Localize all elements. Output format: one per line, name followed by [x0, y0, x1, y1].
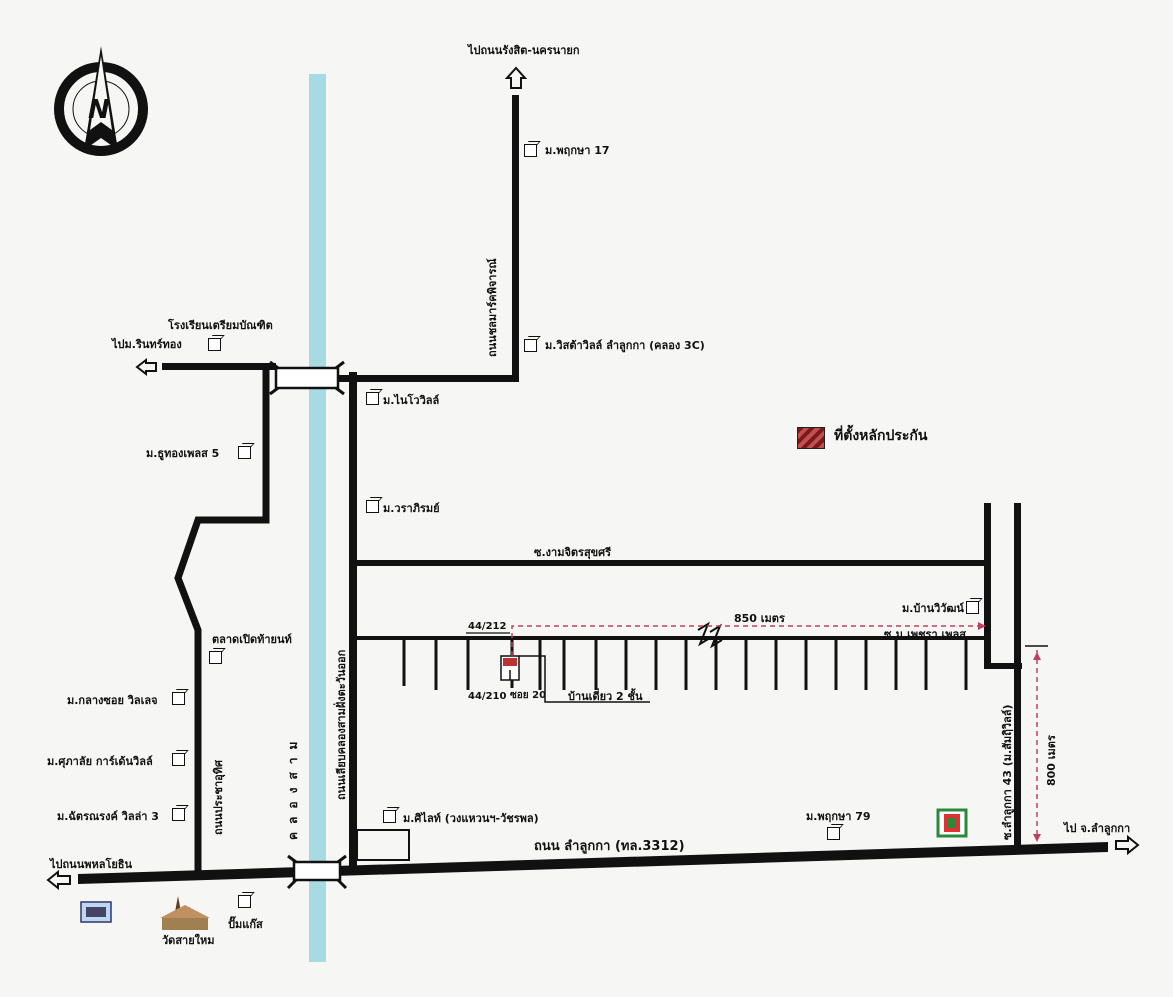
label-soi-phetchara: ซ.ม.เพชรา เพลส [884, 628, 966, 641]
legend-label: ที่ตั้งหลักประกัน [834, 428, 928, 444]
label-villa-klang: ม.กลางซอย วิลเลจ [67, 694, 158, 707]
label-dist-v: 800 เมตร [1045, 735, 1058, 786]
label-to-phahonyothin: ไปถนนพหลโยธิน [50, 858, 133, 871]
label-soi43: ซ.ลำลูกกา 43 (ม.สัมฤิวิลล์) [1001, 704, 1014, 840]
road-to-rinthong [162, 363, 276, 370]
label-villa-ban: ม.บ้านวิวัฒน์ [902, 602, 964, 615]
label-to-lamlukka: ไป จ.ลำลูกกา [1064, 822, 1131, 835]
label-dist-h: 850 เมตร [734, 612, 785, 625]
label-addr2: 44/210 [468, 691, 507, 702]
seven-eleven-icon [936, 808, 968, 838]
label-canal: คลองสาม [286, 733, 300, 840]
label-villa-sirat: ม.ศิไลท์ (วงแหวนฯ-วัชรพล) [403, 812, 539, 825]
small-lot-sirat [356, 829, 410, 861]
soi-right-connector [984, 663, 1022, 669]
road-to-rangsit [512, 95, 519, 382]
label-to-rangsit: ไปถนนรังสิต-นครนายก [468, 44, 580, 57]
label-market: ตลาดเปิดท้ายนท์ [212, 633, 292, 646]
building-icon [172, 692, 185, 705]
label-school: โรงเรียนเตรียมบัณฑิต [168, 319, 273, 332]
road-break-mark [697, 621, 723, 649]
label-gas: ปั๊มแก๊ส [228, 918, 263, 931]
label-villa-supalai: ม.ศุภาลัย การ์เด้นวิลล์ [47, 755, 153, 768]
distance-horizontal [511, 625, 982, 656]
soi-ngamchit-road [356, 560, 988, 566]
compass-icon [54, 46, 148, 156]
building-icon [209, 651, 222, 664]
arrow-left-phahonyothin [46, 869, 71, 891]
soi-right-vertical-a [984, 503, 991, 669]
label-road-prachautit: ถนนประชาอุทิศ [212, 760, 225, 835]
label-soi-ngam: ซ.งามจิตรสุขศรี [534, 546, 612, 559]
canal [309, 74, 326, 962]
house-pointer [519, 655, 650, 703]
building-icon [238, 446, 251, 459]
label-to-rinthong: ไปม.รินทร์ทอง [112, 338, 182, 351]
arrow-right-lamlukka [1115, 834, 1140, 856]
building-icon [827, 827, 840, 840]
building-icon [208, 338, 221, 351]
soi-phetchara-road [356, 636, 988, 640]
label-road-canal-east: ถนนเลียบคลองสามฝั่งตะวันออก [335, 649, 348, 800]
bridge-top [269, 360, 345, 396]
building-icon [366, 392, 379, 405]
soi-lamlukka43-road [1014, 503, 1021, 846]
arrow-left-rinthong [135, 357, 157, 377]
building-icon [524, 339, 537, 352]
prachautit-road [174, 367, 270, 876]
label-villa-novel: ม.ไนโววิลล์ [383, 394, 440, 407]
arrow-up-rangsit [504, 66, 528, 89]
small-sois [402, 640, 968, 690]
north-connector-road [336, 375, 516, 382]
building-icon [524, 144, 537, 157]
building-icon [172, 808, 185, 821]
building-icon [966, 601, 979, 614]
building-icon [366, 500, 379, 513]
label-temple: วัดสายใหม [162, 934, 215, 947]
label-villa-warari: ม.วราภิรมย์ [383, 502, 440, 515]
legend-swatch [797, 427, 825, 449]
compass-north-label: N [88, 95, 110, 125]
label-road-lamlukka: ถนน ลำลูกกา (ทล.3312) [534, 839, 685, 854]
label-road-marketing: ถนนชลมาร์คพิจารณ์ [486, 258, 499, 357]
building-icon [172, 753, 185, 766]
label-villa-vista: ม.วิสต้าวิลล์ ลำลูกกา (คลอง 3C) [545, 339, 705, 352]
temple-icon [160, 896, 210, 930]
label-villa79: ม.พฤกษา 79 [806, 810, 871, 823]
label-villa-chat: ม.ฉัตรณรงค์ วิลล่า 3 [57, 810, 159, 823]
label-soi20: ซอย 20 [510, 690, 547, 701]
label-villa17: ม.พฤกษา 17 [545, 144, 610, 157]
bank-icon [80, 901, 112, 923]
label-villa-thong: ม.ธูทองเพลส 5 [146, 447, 220, 460]
canal-east-road [349, 372, 357, 867]
collateral-marker [500, 655, 520, 681]
building-icon [383, 810, 396, 823]
distance-h-arrowhead [978, 622, 986, 630]
building-icon [238, 895, 251, 908]
label-house-type: บ้านเดี่ยว 2 ชั้น [568, 690, 643, 703]
label-addr1: 44/212 [468, 621, 507, 632]
bridge-main-road [286, 854, 348, 890]
